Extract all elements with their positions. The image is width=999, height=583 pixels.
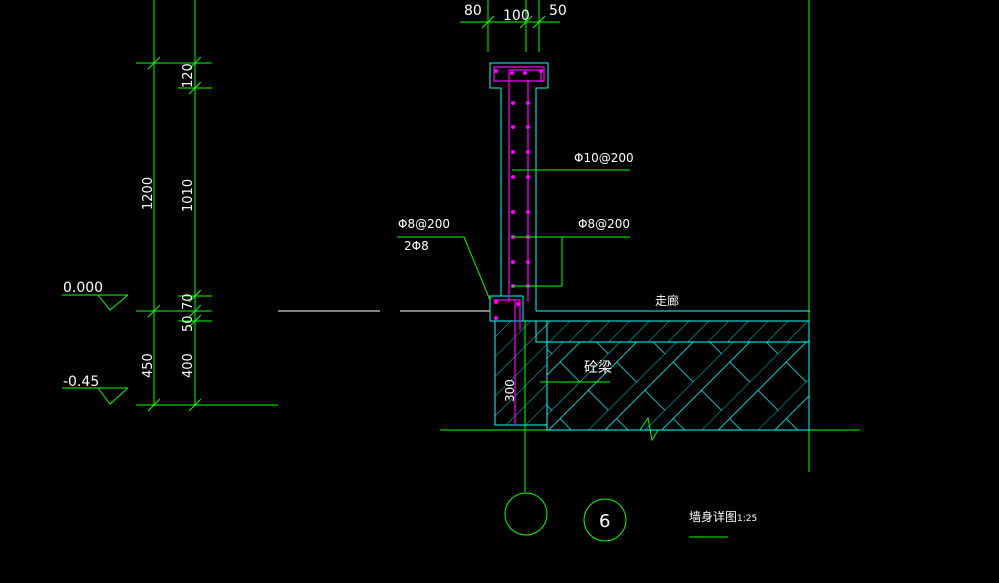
axis-bubble: [504, 492, 548, 536]
dim-400: 400: [181, 353, 196, 378]
dim-foot-300: 300: [503, 379, 517, 402]
rebar-label-phi8-right: Φ8@200: [578, 217, 630, 231]
rebar-label-phi10: Φ10@200: [574, 151, 634, 165]
dim-top-50: 50: [549, 3, 567, 19]
level-marker-zero: [62, 294, 129, 311]
top-dimension-chain: [460, 0, 560, 52]
level-marker-minus: [62, 387, 129, 405]
dim-1010: 1010: [181, 179, 196, 212]
dim-50: 50: [181, 315, 196, 332]
drawing-scale: 1:25: [737, 514, 757, 524]
dim-top-100: 100: [503, 8, 530, 24]
detail-number: 6: [599, 511, 610, 532]
footing-hatch: [494, 320, 548, 426]
level-zero-label: 0.000: [63, 280, 103, 296]
dim-450: 450: [141, 353, 156, 378]
fill-label: 砼梁: [584, 360, 612, 376]
floor-slab-hatch: [535, 320, 810, 343]
rebar-cage: [493, 66, 545, 425]
detail-number-bubble: [583, 498, 627, 542]
parapet-wall-outline: [489, 62, 549, 296]
rebar-label-2phi8: 2Φ8: [404, 239, 429, 253]
level-minus-label: -0.45: [63, 374, 99, 390]
left-dimension-chain: [136, 0, 278, 412]
corridor-label: 走廊: [655, 293, 679, 308]
drawing-title: 墙身详图: [689, 509, 737, 524]
leader-lines: [397, 169, 630, 383]
dim-top-80: 80: [464, 3, 482, 19]
rebar-label-phi8-left: Φ8@200: [398, 217, 450, 231]
dim-120: 120: [181, 63, 196, 88]
dim-1200: 1200: [141, 177, 156, 210]
dim-70: 70: [181, 293, 196, 310]
earth-fill-hatch: [546, 341, 810, 431]
